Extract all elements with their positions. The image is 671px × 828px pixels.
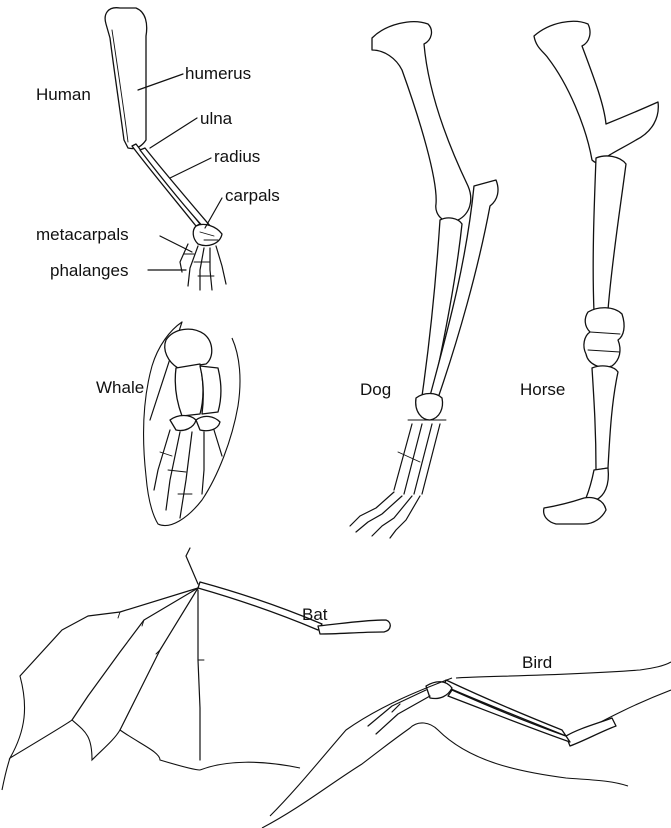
- label-phalanges: phalanges: [50, 261, 128, 280]
- label-human: Human: [36, 85, 91, 104]
- label-humerus: humerus: [185, 64, 251, 83]
- leader-ulna: [150, 118, 197, 148]
- leader-carpals: [205, 198, 222, 228]
- leader-radius: [170, 158, 211, 178]
- leader-metacarpals: [160, 236, 192, 252]
- dog-leg-drawing: [350, 22, 498, 538]
- label-radius: radius: [214, 147, 260, 166]
- bat-wing-drawing: [2, 548, 390, 790]
- bird-wing-drawing: [262, 662, 671, 828]
- label-metacarpals: metacarpals: [36, 225, 129, 244]
- label-whale: Whale: [96, 378, 144, 397]
- whale-flipper-drawing: [144, 322, 240, 526]
- horse-leg-drawing: [534, 21, 658, 524]
- label-dog: Dog: [360, 380, 391, 399]
- label-bird: Bird: [522, 653, 552, 672]
- label-carpals: carpals: [225, 186, 280, 205]
- human-arm-drawing: [105, 8, 226, 290]
- label-horse: Horse: [520, 380, 565, 399]
- label-bat: Bat: [302, 605, 328, 624]
- label-ulna: ulna: [200, 109, 233, 128]
